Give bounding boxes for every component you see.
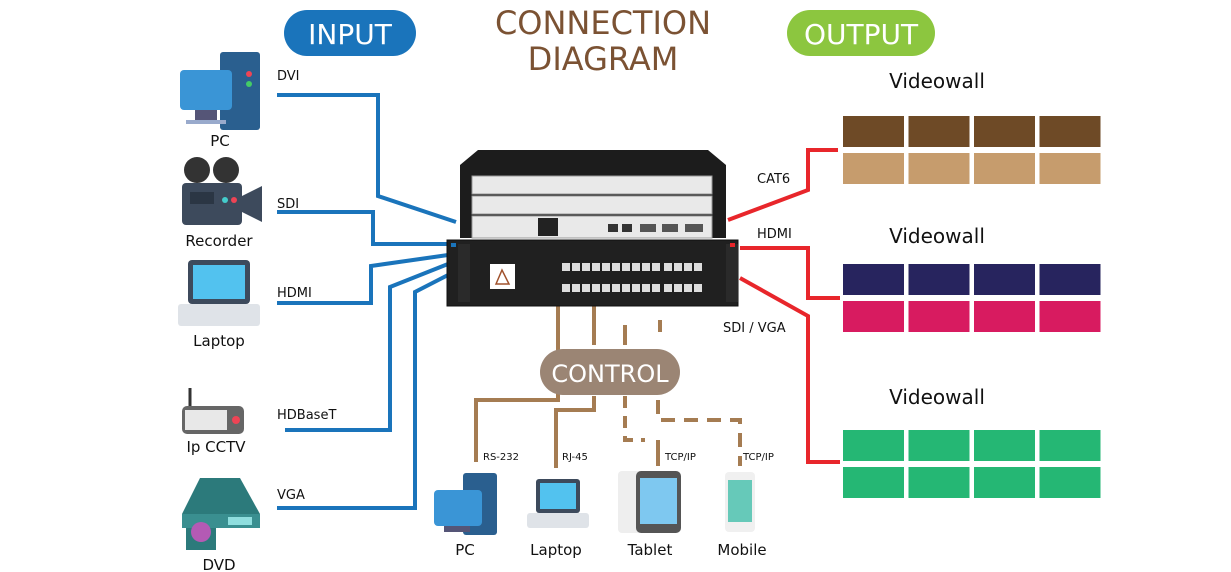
- svg-text:OUTPUT: OUTPUT: [804, 18, 919, 51]
- cable-dvi: [277, 93, 457, 224]
- ip-camera-icon: [182, 388, 244, 434]
- videowall-screen: [908, 116, 970, 147]
- cable-hdmi: [277, 253, 449, 305]
- control-signal-tcpip-mobile: TCP/IP: [742, 452, 774, 463]
- videowall-1: [843, 116, 1101, 184]
- laptop-icon: [178, 260, 260, 326]
- input-signal-hdbaset: HDBaseT: [277, 408, 336, 423]
- cable-sdi: [277, 210, 450, 246]
- videowall-screen: [908, 467, 970, 498]
- selection-buttons: [562, 263, 702, 292]
- mobile-phone-icon: [725, 472, 755, 532]
- videowall-screen: [1039, 264, 1101, 295]
- videowall-screen: [1039, 430, 1101, 461]
- control-device-pc: PC: [455, 541, 475, 559]
- input-device-ip-cctv: Ip CCTV: [186, 438, 246, 456]
- control-pc-icon: [434, 473, 497, 535]
- control-signal-rs232: RS-232: [483, 452, 519, 463]
- control-signal-rj45: RJ-45: [562, 452, 588, 463]
- desktop-pc-icon: [180, 52, 260, 130]
- matrix-switcher: [446, 150, 739, 307]
- input-device-laptop: Laptop: [193, 332, 245, 350]
- videowall-screen: [974, 153, 1035, 184]
- videowall-screen: [908, 264, 970, 295]
- videowall-screen: [1039, 301, 1101, 332]
- video-camera-icon: [182, 157, 262, 225]
- input-device-pc: PC: [210, 132, 230, 150]
- input-signal-vga: VGA: [277, 488, 305, 503]
- output-signal-hdmi: HDMI: [757, 227, 792, 242]
- output-badge: OUTPUT: [787, 10, 935, 56]
- videowall-screen: [843, 301, 904, 332]
- videowall-label-1: Videowall: [889, 69, 985, 93]
- cable-cat6: [727, 148, 838, 222]
- input-device-recorder: Recorder: [185, 232, 253, 250]
- control-badge: CONTROL: [540, 349, 680, 395]
- videowall-screen: [974, 116, 1035, 147]
- input-signal-dvi: DVI: [277, 69, 300, 84]
- cable-hdbaset: [285, 262, 449, 432]
- input-signal-hdmi: HDMI: [277, 286, 312, 301]
- tablet-icon: [618, 471, 681, 533]
- control-laptop-icon: [527, 479, 589, 528]
- input-signal-sdi: SDI: [277, 197, 299, 212]
- videowall-screen: [843, 264, 904, 295]
- dvd-player-icon: [182, 478, 260, 550]
- videowall-3: [843, 430, 1101, 498]
- videowall-screen: [908, 301, 970, 332]
- title-line1: CONNECTION: [495, 4, 711, 42]
- videowall-label-2: Videowall: [889, 224, 985, 248]
- cable-vga: [277, 272, 451, 510]
- brand-logo: [490, 264, 515, 289]
- output-signal-cat6: CAT6: [757, 172, 790, 187]
- videowall-screen: [843, 467, 904, 498]
- cable-sdi-vga: [739, 276, 840, 464]
- svg-text:CONTROL: CONTROL: [551, 360, 669, 388]
- output-signal-sdi-vga: SDI / VGA: [723, 321, 786, 336]
- input-cables: [277, 93, 457, 510]
- videowall-screen: [843, 116, 904, 147]
- videowall-screen: [974, 430, 1035, 461]
- videowall-screen: [1039, 153, 1101, 184]
- videowall-screen: [843, 430, 904, 461]
- input-device-dvd: DVD: [202, 556, 235, 572]
- videowall-screen: [843, 153, 904, 184]
- videowall-screen: [1039, 116, 1101, 147]
- svg-text:INPUT: INPUT: [308, 18, 393, 51]
- output-cables: [727, 148, 840, 464]
- input-badge: INPUT: [284, 10, 416, 56]
- control-signal-tcpip-tablet: TCP/IP: [664, 452, 696, 463]
- videowall-screen: [1039, 467, 1101, 498]
- control-device-laptop: Laptop: [530, 541, 582, 559]
- videowall-screen: [908, 153, 970, 184]
- videowall-screen: [974, 467, 1035, 498]
- videowall-screen: [974, 264, 1035, 295]
- videowall-label-3: Videowall: [889, 385, 985, 409]
- title-line2: DIAGRAM: [528, 40, 679, 78]
- control-device-mobile: Mobile: [717, 541, 766, 559]
- control-device-tablet: Tablet: [627, 541, 673, 559]
- videowall-2: [843, 264, 1101, 332]
- videowall-screen: [908, 430, 970, 461]
- videowall-screen: [974, 301, 1035, 332]
- cable-out-hdmi: [740, 246, 840, 300]
